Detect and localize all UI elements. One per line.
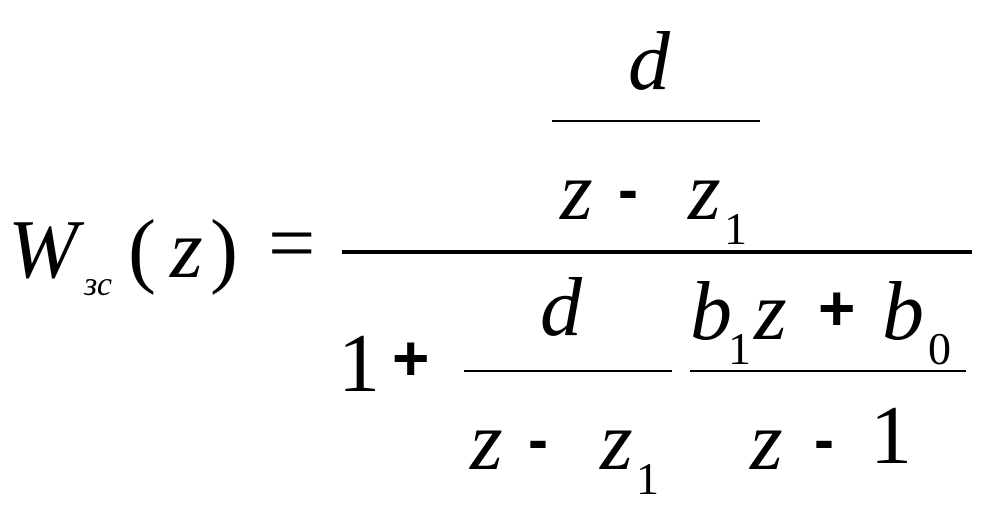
- frac2-b0-subscript: 0: [928, 323, 951, 374]
- frac1-bar: [464, 370, 672, 372]
- frac1-z1-subscript: 1: [636, 453, 659, 504]
- frac2-den-minus: -: [814, 406, 834, 473]
- num-z: z: [560, 145, 593, 238]
- frac1-d: d: [540, 261, 582, 354]
- frac1-minus: -: [528, 406, 548, 473]
- arg-z: z: [170, 203, 203, 296]
- num-fraction-bar: [552, 120, 760, 122]
- left-paren: (: [128, 203, 156, 296]
- func-W: W: [8, 203, 78, 296]
- frac2-b0: b: [882, 265, 924, 358]
- frac2-b1-subscript: 1: [728, 323, 751, 374]
- num-z1: z: [688, 145, 721, 238]
- frac2-plus: +: [818, 272, 856, 344]
- num-z1-subscript: 1: [724, 203, 747, 254]
- frac2-den-one: 1: [870, 389, 912, 482]
- frac2-bar: [690, 370, 966, 372]
- frac2-den-z: z: [750, 395, 783, 488]
- func-subscript: зс: [84, 266, 112, 303]
- right-paren: ): [210, 203, 238, 296]
- num-d: d: [628, 15, 670, 108]
- frac2-z: z: [754, 265, 787, 358]
- main-fraction-bar: [342, 250, 972, 254]
- den-one: 1: [338, 317, 380, 410]
- frac1-z: z: [470, 395, 503, 488]
- den-plus: +: [392, 322, 430, 394]
- frac1-z1: z: [600, 395, 633, 488]
- num-minus: -: [618, 156, 638, 223]
- equals-sign: =: [268, 197, 316, 290]
- frac2-b1: b: [690, 265, 732, 358]
